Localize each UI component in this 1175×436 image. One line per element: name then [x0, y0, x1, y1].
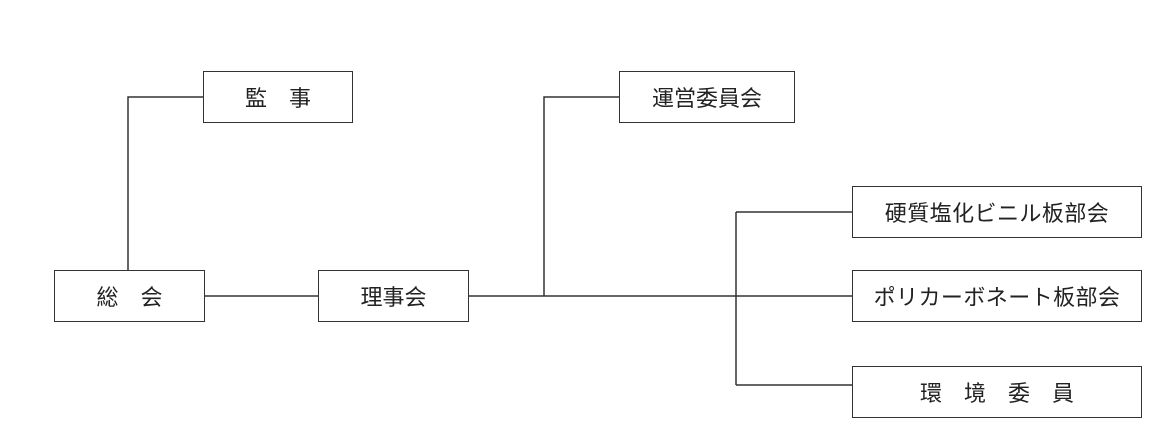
general-assembly-box: 総 会 — [54, 270, 205, 322]
steering-committee-box: 運営委員会 — [619, 71, 795, 123]
pvc-section-label: 硬質塩化ビニル板部会 — [884, 202, 1110, 227]
board-box: 理事会 — [318, 270, 469, 322]
polycarbonate-section-box: ポリカーボネート板部会 — [852, 270, 1142, 322]
line-general-to-auditor — [127, 96, 203, 270]
environment-committee-label: 環 境 委 員 — [919, 382, 1074, 407]
environment-committee-box: 環 境 委 員 — [852, 366, 1142, 418]
board-label: 理事会 — [360, 286, 427, 311]
polycarbonate-section-label: ポリカーボネート板部会 — [873, 286, 1121, 311]
auditor-label: 監 事 — [244, 87, 311, 112]
general-assembly-label: 総 会 — [96, 286, 163, 311]
steering-committee-label: 運営委員会 — [651, 87, 762, 112]
pvc-section-box: 硬質塩化ビニル板部会 — [852, 186, 1142, 238]
line-to-steering — [543, 96, 619, 296]
auditor-box: 監 事 — [203, 71, 353, 123]
